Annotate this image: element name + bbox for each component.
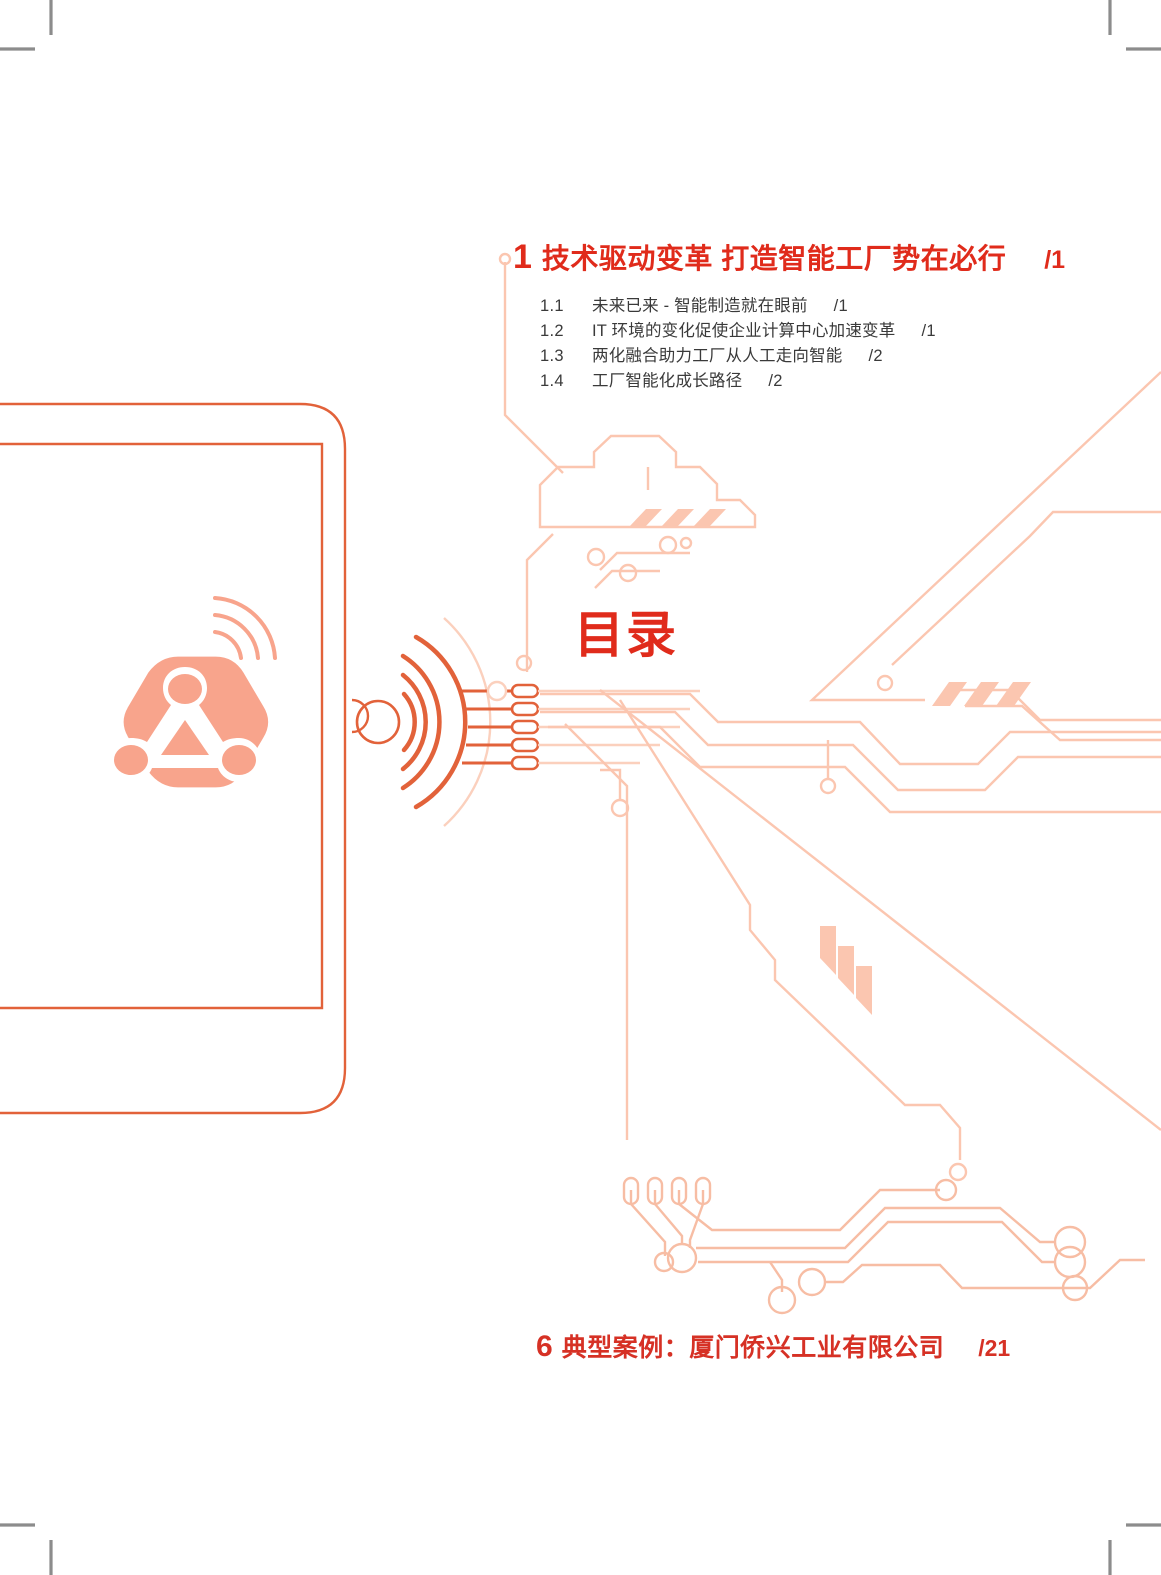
section-1-title: 技术驱动变革 打造智能工厂势在必行 <box>541 243 1007 274</box>
section-6-title: 典型案例：厦门侨兴工业有限公司 <box>561 1334 945 1362</box>
descending-diagonal-traces <box>564 689 1161 1182</box>
cloud-graphic <box>538 434 757 529</box>
subitem-title: IT 环境的变化促使企业计算中心加速变革 <box>592 322 896 340</box>
toc-subitem-1-1[interactable]: 1.1 未来已来 - 智能制造就在眼前 /1 <box>540 294 936 319</box>
cloud-outline <box>538 434 757 529</box>
toc-subitem-1-4[interactable]: 1.4 工厂智能化成长路径 /2 <box>540 369 936 394</box>
toc-trace-pad <box>498 252 512 266</box>
subitem-title: 工厂智能化成长路径 <box>592 372 743 390</box>
central-bus-traces <box>540 692 1161 818</box>
section-1-heading[interactable]: 1 技术驱动变革 打造智能工厂势在必行 /1 <box>513 240 1065 274</box>
section-1-page: /1 <box>1044 246 1066 274</box>
subitem-page: /2 <box>768 372 783 390</box>
subitem-title: 两化融合助力工厂从人工走向智能 <box>592 347 843 365</box>
section-6-heading[interactable]: 6 典型案例：厦门侨兴工业有限公司 /21 <box>536 1332 1010 1362</box>
toc-connector-trace <box>498 252 564 474</box>
subitem-title: 未来已来 - 智能制造就在眼前 <box>592 297 808 315</box>
node-dots <box>114 674 256 775</box>
page-title: 目录 <box>574 607 678 663</box>
subitem-number: 1.4 <box>540 372 564 390</box>
bottom-circuit-cluster <box>622 1176 1145 1315</box>
connector-pins <box>462 680 700 771</box>
upper-right-hatch <box>932 682 1031 706</box>
logo-wifi-arcs <box>213 596 277 660</box>
section-6-page: /21 <box>978 1335 1011 1361</box>
cloud-hatch-stripes <box>629 509 726 527</box>
pin-junction-pad <box>486 680 508 702</box>
section-1-subitem-list: 1.1 未来已来 - 智能制造就在眼前 /1 1.2 IT 环境的变化促使企业计… <box>540 294 936 394</box>
subitem-number: 1.1 <box>540 297 564 315</box>
toc-subitem-1-3[interactable]: 1.3 两化融合助力工厂从人工走向智能 /2 <box>540 344 936 369</box>
hexagon-network-logo <box>109 596 277 788</box>
signal-emitter <box>355 617 492 827</box>
emitter-core-dot <box>355 699 401 745</box>
emitter-outer-arc <box>443 617 492 827</box>
bottom-pill-pads <box>622 1176 712 1206</box>
subitem-page: /1 <box>833 297 849 315</box>
trace-pad-upper <box>876 674 894 692</box>
toc-subitem-1-2[interactable]: 1.2 IT 环境的变化促使企业计算中心加速变革 /1 <box>540 319 936 344</box>
capsule-pads <box>510 683 540 771</box>
diagonal-hatch-blocks <box>820 926 872 1015</box>
device-inner-screen <box>0 442 324 1010</box>
device-outer-shell <box>0 402 347 1115</box>
subitem-page: /2 <box>868 347 883 365</box>
emitter-waves <box>400 634 468 810</box>
section-6-number: 6 <box>536 1330 553 1363</box>
cloud-lower-traces <box>515 533 693 672</box>
subitem-number: 1.2 <box>540 322 564 340</box>
subitem-number: 1.3 <box>540 347 564 365</box>
section-1-number: 1 <box>513 238 532 276</box>
subitem-page: /1 <box>921 322 936 340</box>
